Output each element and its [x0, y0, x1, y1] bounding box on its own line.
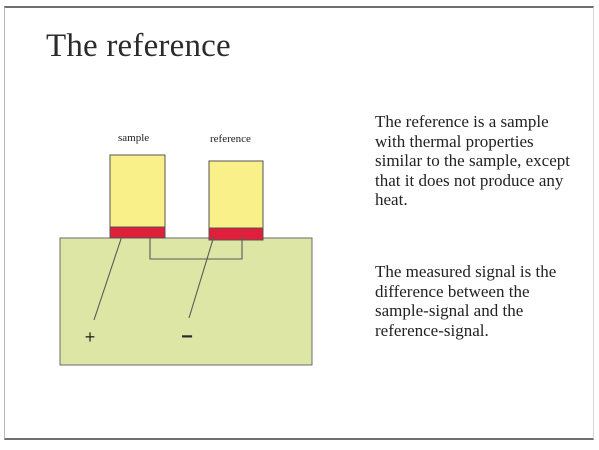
- paragraph-reference-definition: The reference is a sample with thermal p…: [375, 112, 570, 209]
- reference-label: reference: [210, 133, 251, 145]
- reference-block: [208, 160, 264, 229]
- connecting-wire: [149, 236, 243, 260]
- reference-sensor: [208, 227, 264, 241]
- sample-block: [109, 154, 166, 228]
- slide: [4, 6, 594, 440]
- sample-sensor: [109, 226, 166, 239]
- plus-terminal: +: [85, 327, 96, 347]
- wires: [93, 235, 243, 321]
- plus-wire: [93, 235, 123, 321]
- sample-label: sample: [118, 132, 150, 144]
- minus-terminal: −: [181, 326, 193, 348]
- slide-title: The reference: [46, 28, 231, 64]
- minus-wire: [188, 235, 215, 319]
- paragraph-measured-signal: The measured signal is the difference be…: [375, 262, 557, 340]
